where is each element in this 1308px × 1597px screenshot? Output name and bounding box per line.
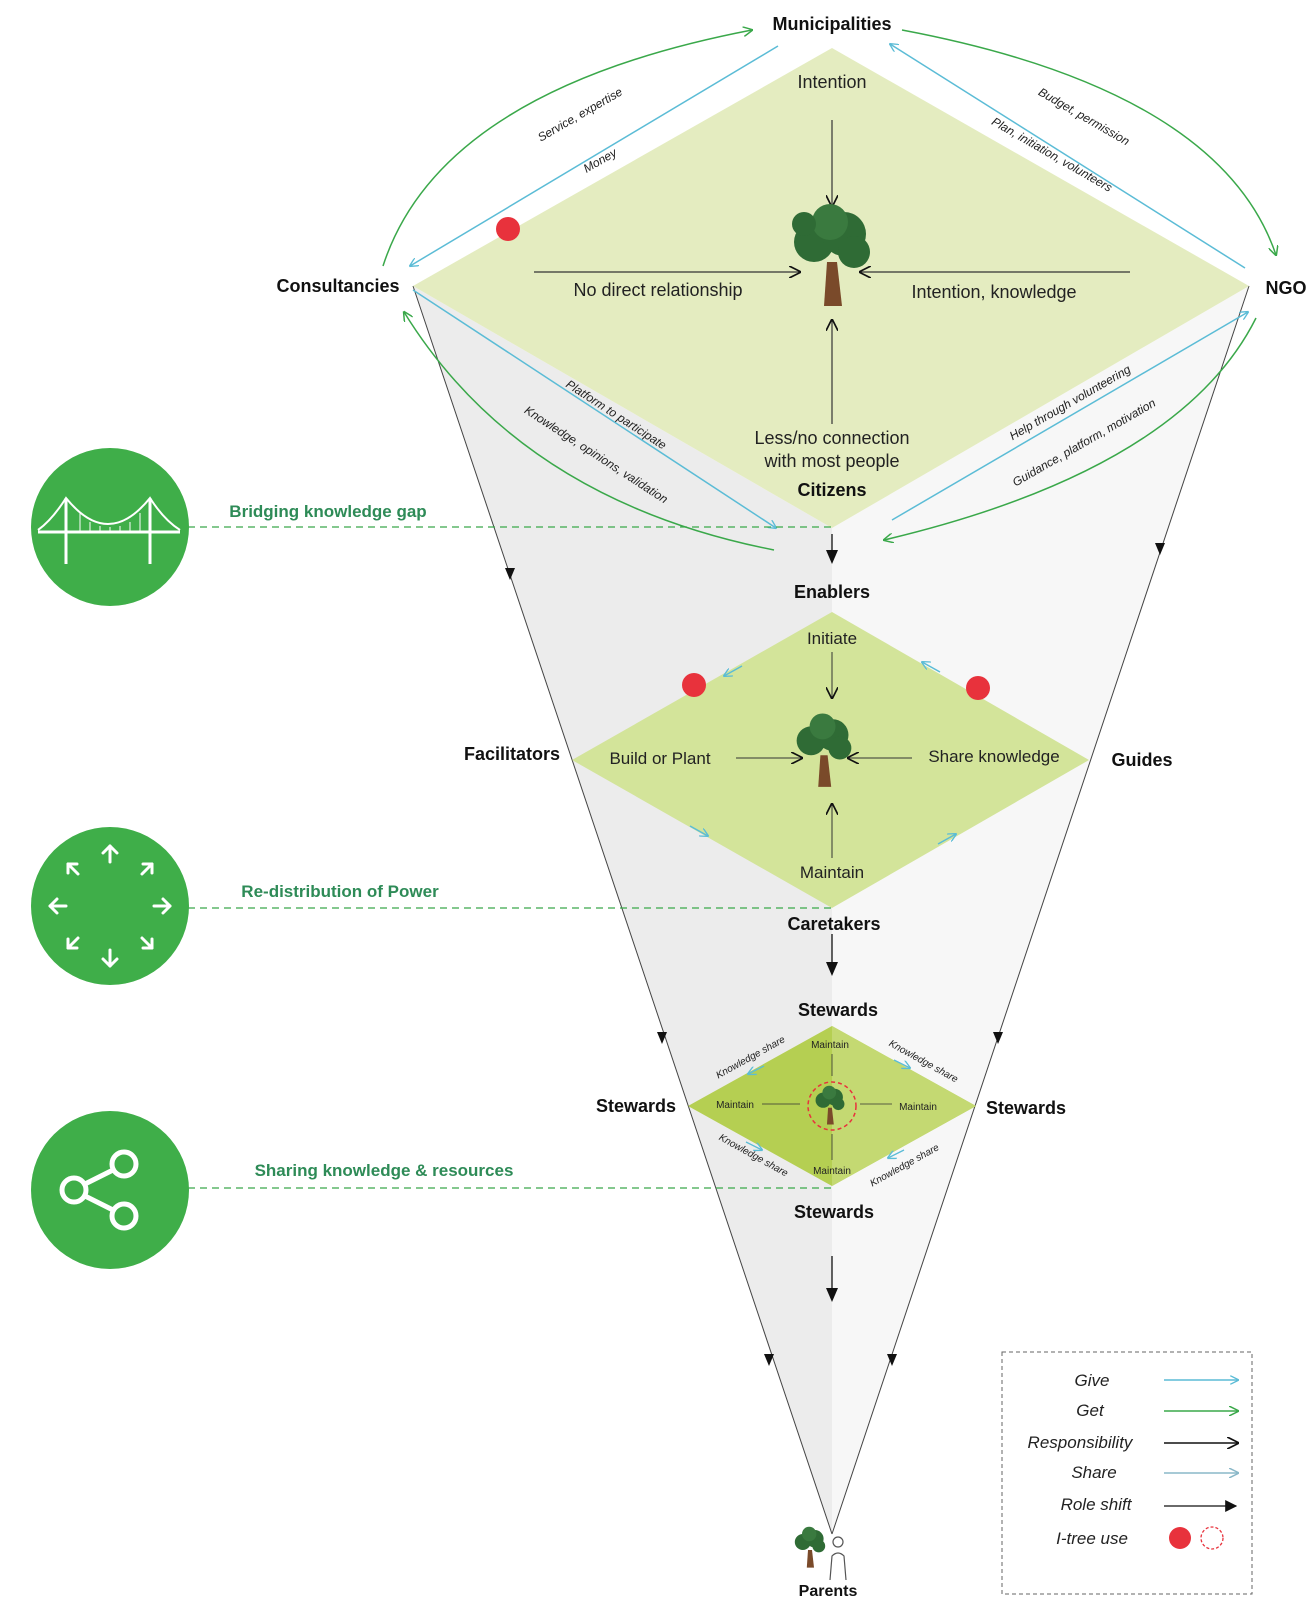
legend-itree-dashed-dot: [1200, 1526, 1224, 1550]
legend: Give Get Responsibility Share Role shift…: [1001, 1351, 1253, 1595]
funnel-left-edge: [412, 285, 833, 1535]
arrow-help-volunteering: [891, 312, 1248, 521]
role-shift-markers: [505, 543, 1165, 1366]
node-guides: Guides: [1111, 750, 1172, 770]
role-shift-marker: [764, 1354, 774, 1366]
big-diamond-right-label: Intention, knowledge: [911, 282, 1076, 302]
itree-use-dot: [682, 673, 706, 697]
big-diamond-bottom-line2: with most people: [763, 451, 899, 471]
itree-use-dashed-circle: [807, 1081, 857, 1131]
mid-diamond-left-label: Build or Plant: [609, 749, 710, 768]
small-diamond-left-label: Maintain: [716, 1100, 754, 1111]
node-municipalities: Municipalities: [772, 14, 891, 34]
mid-diamond-bottom-label: Maintain: [800, 863, 864, 882]
node-stewards-left: Stewards: [596, 1096, 676, 1116]
benefit-circle: [31, 1111, 189, 1269]
node-stewards-top: Stewards: [798, 1000, 878, 1020]
funnel-right-edge: [831, 285, 1250, 1535]
tree-icon: [796, 713, 852, 787]
node-parents: Parents: [799, 1583, 858, 1597]
benefit-bridging: [31, 448, 189, 606]
node-facilitators: Facilitators: [464, 744, 560, 764]
role-shift-marker: [826, 1288, 838, 1302]
benefit-sharing: [31, 1111, 189, 1269]
tree-icon: [794, 1526, 826, 1568]
node-consultancies: Consultancies: [276, 276, 399, 296]
node-caretakers: Caretakers: [787, 914, 880, 934]
itree-use-dot: [966, 676, 990, 700]
role-shift-marker: [826, 962, 838, 976]
benefit-label-sharing: Sharing knowledge & resources: [255, 1161, 514, 1180]
node-stewards-bottom: Stewards: [794, 1202, 874, 1222]
legend-itree-solid-dot: [1169, 1527, 1191, 1549]
arrow-guidance: [884, 317, 1257, 540]
node-enablers: Enablers: [794, 582, 870, 602]
mid-diamond: [572, 612, 1089, 908]
legend-give-label: Give: [1075, 1371, 1110, 1390]
mid-give-arrow: [922, 662, 941, 673]
small-diamond-bottom-label: Maintain: [813, 1166, 851, 1177]
legend-get-label: Get: [1076, 1401, 1105, 1420]
small-give-arrow: [745, 1141, 762, 1150]
small-give-arrow: [888, 1149, 905, 1158]
node-citizens: Citizens: [797, 480, 866, 500]
legend-role-shift-label: Role shift: [1061, 1495, 1133, 1514]
small-give-arrow: [748, 1065, 765, 1074]
mid-give-arrow: [937, 834, 956, 845]
role-shift-marker: [887, 1354, 897, 1366]
role-shift-marker: [993, 1032, 1003, 1044]
small-diamond-top-label: Maintain: [811, 1040, 849, 1051]
arrow-platform: [412, 289, 776, 528]
mid-diamond-right-label: Share knowledge: [928, 747, 1059, 766]
legend-share-label: Share: [1071, 1463, 1116, 1482]
arrow-service-expertise: [382, 30, 752, 267]
person-icon: [829, 1536, 847, 1581]
tree-icon: [792, 204, 870, 306]
mid-give-arrow: [724, 665, 743, 676]
big-diamond-top-label: Intention: [797, 72, 866, 92]
arrow-budget-permission: [901, 29, 1276, 255]
small-give-arrow: [893, 1059, 910, 1068]
big-diamond-left-label: No direct relationship: [573, 280, 742, 300]
node-ngo: NGO: [1265, 278, 1306, 298]
big-diamond-bottom-line1: Less/no connection: [754, 428, 909, 448]
mid-give-arrow: [689, 825, 708, 836]
legend-responsibility-label: Responsibility: [1028, 1433, 1134, 1452]
node-stewards-right: Stewards: [986, 1098, 1066, 1118]
mid-diamond-top-label: Initiate: [807, 629, 857, 648]
role-shift-marker: [1155, 543, 1165, 555]
share-icon: [59, 1149, 139, 1231]
arrow-knowledge-opinions: [404, 312, 775, 551]
benefit-redistribution: [31, 827, 189, 985]
small-diamond-right-label: Maintain: [899, 1102, 937, 1113]
role-shift-marker: [826, 550, 838, 564]
role-shift-marker: [657, 1032, 667, 1044]
bridge-icon: [37, 496, 181, 564]
role-shift-marker: [505, 568, 515, 580]
arrow-plan-initiation: [890, 44, 1246, 269]
tree-icon: [815, 1085, 845, 1125]
benefit-label-bridging: Bridging knowledge gap: [229, 502, 426, 521]
arrow-money: [410, 45, 779, 266]
itree-use-dot: [496, 217, 520, 241]
legend-itree-label: I-tree use: [1056, 1529, 1128, 1548]
edge-label-money: Money: [581, 145, 620, 176]
edge-label-budget: Budget, permission: [1036, 85, 1132, 149]
benefit-label-redistribution: Re-distribution of Power: [241, 882, 439, 901]
small-diamond-right-shade: [832, 1026, 976, 1186]
arrows-out-icon: [48, 844, 172, 968]
